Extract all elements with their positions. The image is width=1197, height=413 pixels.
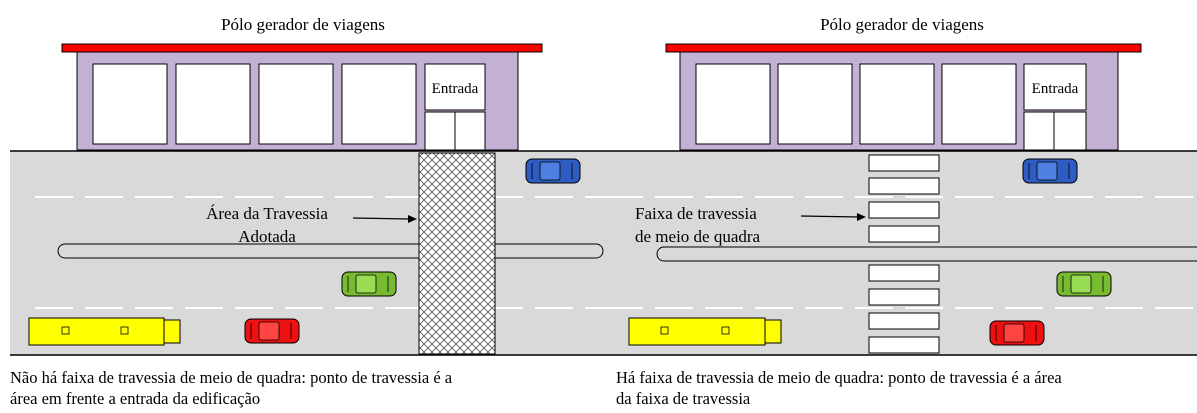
scene-left: Pólo gerador de viagens Entrada Área da … bbox=[10, 15, 605, 356]
window bbox=[92, 63, 168, 145]
caption: Há faixa de travessia de meio de quadra:… bbox=[616, 367, 1197, 409]
panel-left: Pólo gerador de viagens Entrada Área da … bbox=[10, 15, 605, 409]
window bbox=[695, 63, 771, 145]
entrance-sign bbox=[424, 63, 486, 111]
car-red bbox=[244, 318, 300, 344]
annotation-line1: Área da Travessia bbox=[206, 204, 328, 223]
window bbox=[258, 63, 334, 145]
crosswalk-stripe bbox=[868, 336, 940, 354]
car-green bbox=[1056, 271, 1112, 297]
car-blue bbox=[525, 158, 581, 184]
door bbox=[454, 111, 486, 151]
window bbox=[777, 63, 853, 145]
crosswalk bbox=[868, 154, 940, 354]
median bbox=[656, 246, 1197, 262]
crosswalk-stripe bbox=[868, 264, 940, 282]
crossing-area bbox=[418, 152, 496, 355]
crosswalk-stripe bbox=[868, 201, 940, 219]
entrance-label: Entrada bbox=[1032, 81, 1079, 97]
window bbox=[941, 63, 1017, 145]
annotation-line1: Faixa de travessia bbox=[635, 204, 757, 223]
car-blue bbox=[1022, 158, 1078, 184]
crosswalk-stripe bbox=[868, 154, 940, 172]
door bbox=[1023, 111, 1055, 151]
annotation-line2: de meio de quadra bbox=[635, 227, 761, 246]
caption-line1: Não há faixa de travessia de meio de qua… bbox=[10, 368, 453, 387]
car-red bbox=[989, 320, 1045, 346]
car-green bbox=[341, 271, 397, 297]
window bbox=[341, 63, 417, 145]
crosswalk-stripe bbox=[868, 225, 940, 243]
caption-line1: Há faixa de travessia de meio de quadra:… bbox=[616, 368, 1062, 387]
window bbox=[175, 63, 251, 145]
scene-right: Pólo gerador de viagens Entrada Faixa de… bbox=[605, 15, 1197, 356]
door bbox=[424, 111, 456, 151]
caption-line2: da faixa de travessia bbox=[616, 389, 751, 408]
entrance-label: Entrada bbox=[432, 81, 479, 97]
median bbox=[57, 243, 604, 259]
building-title: Pólo gerador de viagens bbox=[221, 15, 385, 34]
window bbox=[859, 63, 935, 145]
door bbox=[1053, 111, 1087, 151]
entrance-sign bbox=[1023, 63, 1087, 111]
building-title: Pólo gerador de viagens bbox=[820, 15, 984, 34]
caption-line2: área em frente a entrada da edificação bbox=[10, 389, 261, 408]
roof bbox=[61, 43, 543, 53]
panel-right: Pólo gerador de viagens Entrada Faixa de… bbox=[605, 0, 1197, 413]
annotation-line2: Adotada bbox=[238, 227, 296, 246]
annotation-arrow bbox=[352, 217, 411, 220]
arrow-head bbox=[857, 213, 866, 221]
roof bbox=[665, 43, 1142, 53]
annotation-arrow bbox=[800, 215, 860, 218]
bus bbox=[628, 317, 782, 346]
crosswalk-stripe bbox=[868, 312, 940, 330]
caption: Não há faixa de travessia de meio de qua… bbox=[10, 367, 605, 409]
arrow-head bbox=[408, 215, 417, 223]
crosswalk-stripe bbox=[868, 177, 940, 195]
crosswalk-stripe bbox=[868, 288, 940, 306]
bus bbox=[28, 317, 181, 346]
